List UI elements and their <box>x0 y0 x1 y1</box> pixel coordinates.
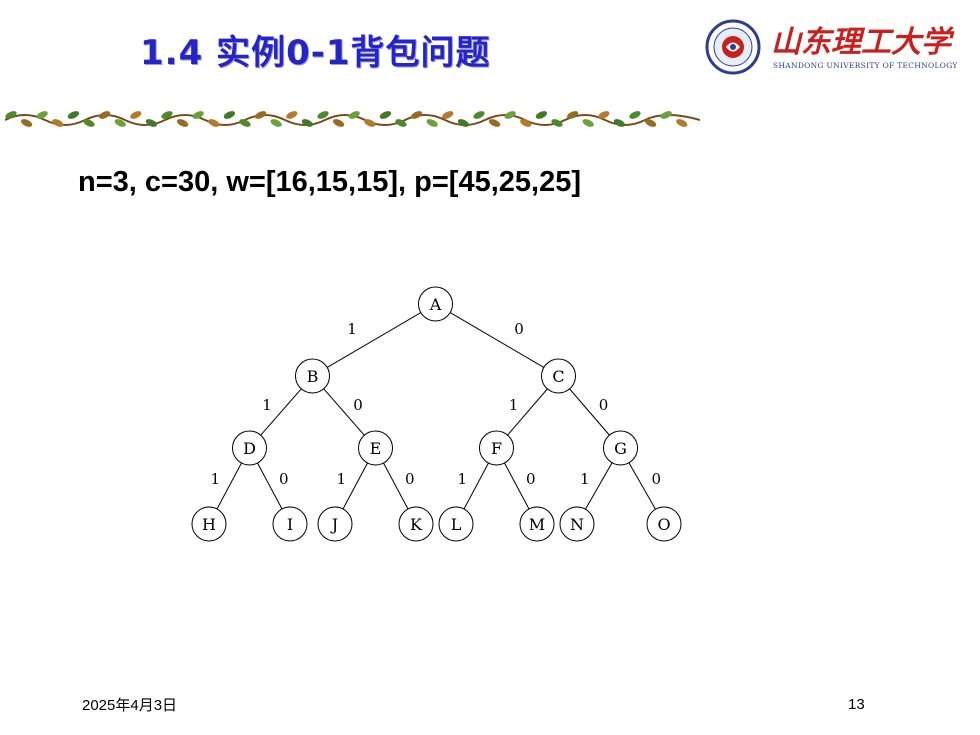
tree-edge-C-G <box>569 388 610 436</box>
tree-node-label-I: I <box>287 515 293 534</box>
tree-node-circle-K <box>398 506 434 542</box>
tree-node-circle-E <box>358 430 393 466</box>
university-name-en: SHANDONG UNIVERSITY OF TECHNOLOGY <box>773 61 958 70</box>
tree-node-K: K <box>398 506 434 542</box>
tree-node-H: H <box>191 506 227 542</box>
tree-node-label-F: F <box>491 439 502 458</box>
tree-node-label-A: A <box>429 295 442 314</box>
edge-label-E-K: 0 <box>405 470 415 488</box>
tree-node-label-L: L <box>451 515 462 534</box>
tree-node-label-G: G <box>614 439 627 458</box>
edge-label-A-C: 0 <box>514 320 524 338</box>
tree-node-circle-L <box>438 506 474 542</box>
edge-label-G-N: 1 <box>580 470 590 488</box>
tree-node-C: C <box>541 358 576 394</box>
tree-node-label-D: D <box>243 439 256 458</box>
tree-node-circle-A <box>418 286 453 322</box>
slide-title: 1.4 实例0-1背包问题 <box>140 33 491 73</box>
tree-edge-E-J <box>342 462 368 510</box>
tree-node-circle-C <box>541 358 576 394</box>
tree-node-F: F <box>479 430 514 466</box>
university-name-cn: 山东理工大学 <box>771 25 951 60</box>
tree-node-circle-B <box>295 358 330 394</box>
tree-edge-B-D <box>260 388 302 436</box>
edge-label-B-E: 0 <box>353 396 363 414</box>
tree-edge-D-I <box>257 462 283 510</box>
slide-date: 2025年4月3日 <box>82 697 178 714</box>
tree-node-circle-J <box>317 506 353 542</box>
tree-edge-E-K <box>383 462 409 510</box>
tree-node-label-B: B <box>307 367 319 386</box>
tree-node-circle-N <box>559 506 595 542</box>
tree-node-circle-I <box>272 506 308 542</box>
edge-label-D-I: 0 <box>279 470 289 488</box>
university-emblem-icon <box>705 19 761 75</box>
tree-node-label-N: N <box>570 515 584 534</box>
edge-label-F-M: 0 <box>526 470 536 488</box>
tree-node-circle-F <box>479 430 514 466</box>
tree-node-circle-O <box>646 506 682 542</box>
tree-node-A: A <box>418 286 453 322</box>
tree-node-E: E <box>358 430 393 466</box>
tree-node-circle-G <box>603 430 638 466</box>
edge-label-C-F: 1 <box>509 396 519 414</box>
tree-edge-A-B <box>326 312 422 368</box>
tree-node-L: L <box>438 506 474 542</box>
solution-space-tree: 1 0 1 0 1 0 1 0 1 0 1 0 1 0 A B C D E F G H I J K L M N O <box>191 286 682 542</box>
tree-node-J: J <box>317 506 353 542</box>
tree-node-circle-D <box>232 430 267 466</box>
tree-node-label-J: J <box>330 515 338 534</box>
tree-edge-B-E <box>323 388 365 436</box>
tree-node-label-C: C <box>552 367 564 386</box>
tree-node-B: B <box>295 358 330 394</box>
edge-label-F-L: 1 <box>457 470 467 488</box>
edge-label-C-G: 0 <box>599 396 609 414</box>
edge-label-E-J: 1 <box>336 470 346 488</box>
edge-label-D-H: 1 <box>210 470 220 488</box>
tree-node-label-M: M <box>529 515 545 534</box>
tree-node-D: D <box>232 430 267 466</box>
university-logo: 山东理工大学 SHANDONG UNIVERSITY OF TECHNOLOGY <box>705 15 958 77</box>
edge-label-G-O: 0 <box>651 470 661 488</box>
tree-node-circle-H <box>191 506 227 542</box>
tree-node-label-E: E <box>370 439 382 458</box>
leaf-vine-divider-icon <box>5 111 700 127</box>
tree-edge-D-H <box>216 462 242 510</box>
tree-node-M: M <box>519 506 555 542</box>
tree-node-label-K: K <box>410 515 423 534</box>
tree-edge-A-C <box>449 312 545 368</box>
tree-node-O: O <box>646 506 682 542</box>
problem-parameters: n=3, c=30, w=[16,15,15], p=[45,25,25] <box>78 166 581 198</box>
tree-node-I: I <box>272 506 308 542</box>
tree-node-label-H: H <box>202 515 216 534</box>
page-number: 13 <box>848 696 865 713</box>
tree-node-N: N <box>559 506 595 542</box>
tree-node-G: G <box>603 430 638 466</box>
edge-label-A-B: 1 <box>347 320 357 338</box>
tree-edge-C-F <box>507 388 548 436</box>
edge-label-B-D: 1 <box>262 396 272 414</box>
tree-edge-G-O <box>628 462 656 510</box>
tree-edge-F-M <box>504 462 530 510</box>
tree-node-label-O: O <box>657 515 670 534</box>
tree-node-circle-M <box>519 506 555 542</box>
tree-edge-F-L <box>463 462 489 510</box>
tree-edge-G-N <box>585 462 613 510</box>
